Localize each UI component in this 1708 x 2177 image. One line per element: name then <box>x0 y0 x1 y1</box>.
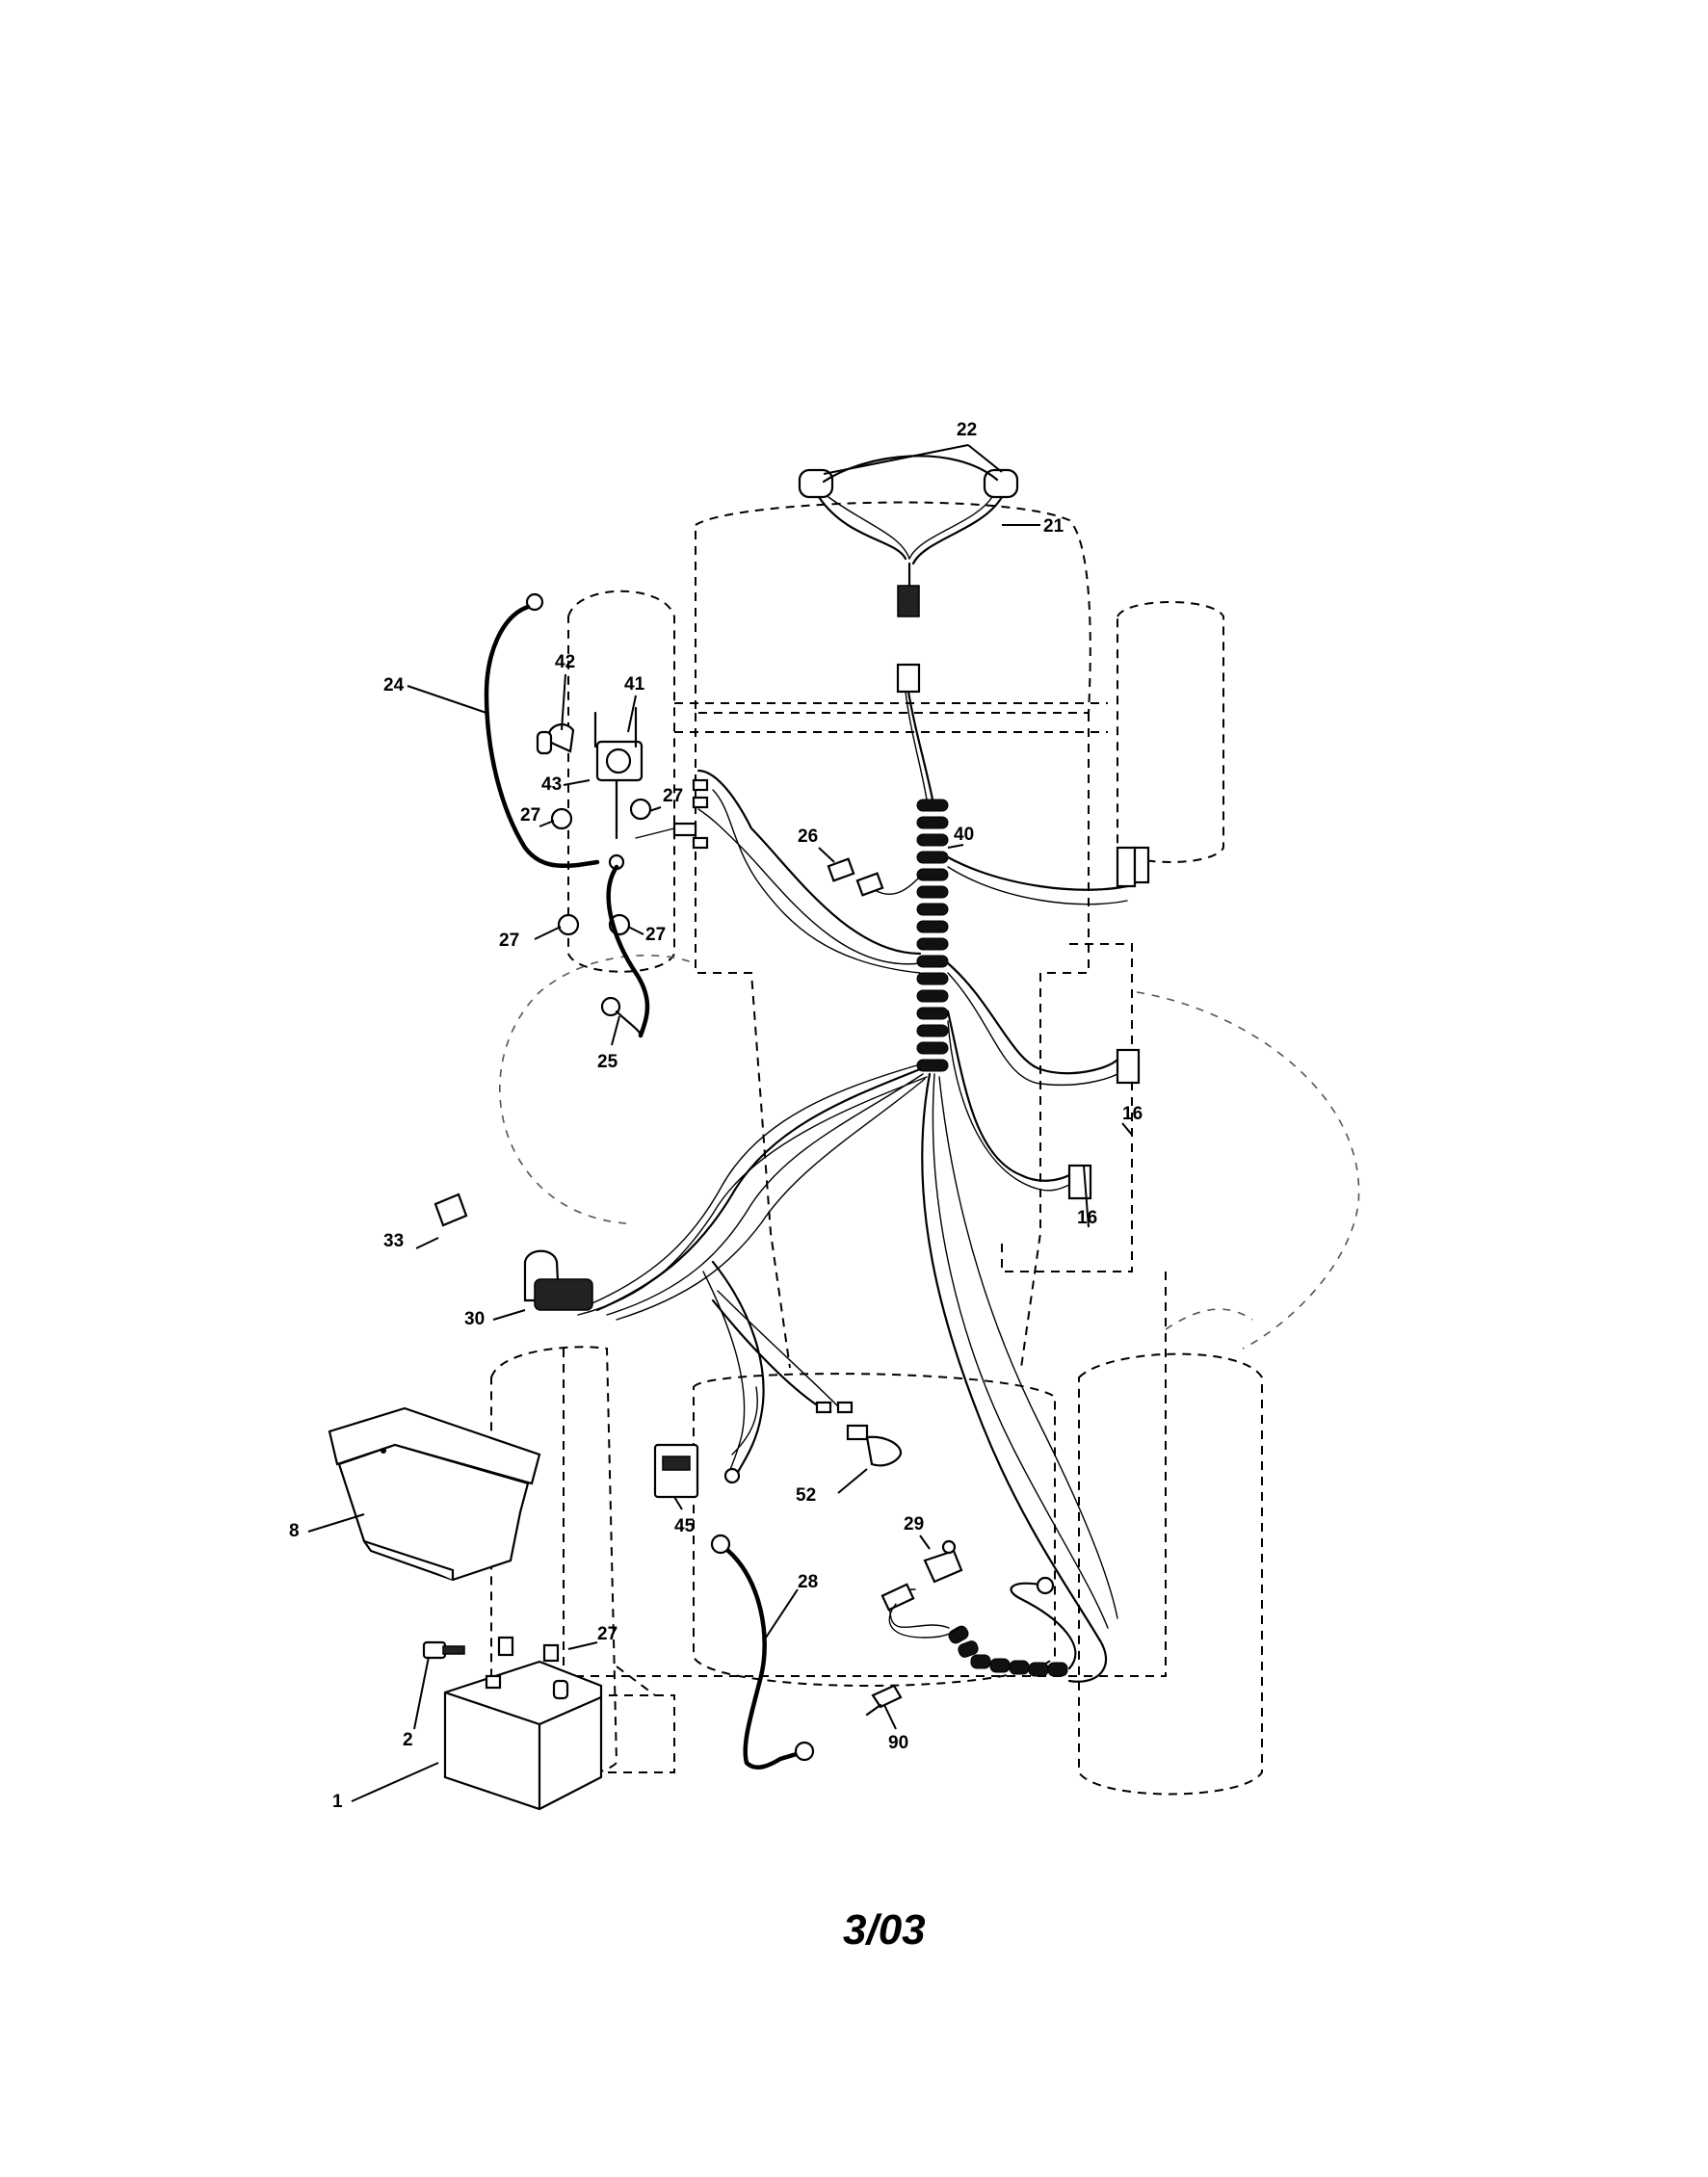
callout-27-lower-left: 27 <box>499 931 519 951</box>
callout-21: 21 <box>1043 516 1064 537</box>
callout-labels: 22 21 24 42 41 43 27 27 27 27 26 40 25 1… <box>289 420 1143 1812</box>
callout-33: 33 <box>383 1231 404 1251</box>
callout-29: 29 <box>904 1514 924 1534</box>
headlights <box>798 455 1019 617</box>
callout-30: 30 <box>464 1309 485 1329</box>
switch-29 <box>880 1539 963 1639</box>
main-harness <box>577 663 1150 1683</box>
engine-outline <box>499 955 1360 1350</box>
callout-27-solenoid-right: 27 <box>663 786 683 806</box>
callout-27-battery: 27 <box>597 1624 618 1644</box>
battery-cable-24 <box>484 592 600 869</box>
callout-22: 22 <box>957 420 977 440</box>
callout-28: 28 <box>798 1572 818 1592</box>
ground-cable-25 <box>600 853 650 1038</box>
ignition-parts <box>434 1193 593 1311</box>
callout-40: 40 <box>954 825 974 845</box>
lower-coil <box>948 1625 1068 1677</box>
leader-lines <box>307 444 1133 1802</box>
callout-42: 42 <box>555 652 575 672</box>
rear-plugs <box>702 1260 903 1484</box>
callout-2: 2 <box>403 1730 413 1750</box>
fuse-90 <box>865 1684 903 1717</box>
callout-8: 8 <box>289 1521 300 1541</box>
hour-meter <box>653 1386 758 1499</box>
harness-coil <box>916 799 949 1072</box>
callout-27-solenoid-left: 27 <box>520 805 540 826</box>
chassis-outline <box>490 501 1263 1796</box>
callout-25: 25 <box>597 1052 618 1072</box>
callout-43: 43 <box>541 774 562 795</box>
callout-24: 24 <box>383 675 405 695</box>
callout-1: 1 <box>332 1792 343 1812</box>
callout-45: 45 <box>674 1516 696 1536</box>
callout-26: 26 <box>798 826 818 847</box>
solenoid-assembly <box>536 706 709 936</box>
battery <box>422 1636 603 1811</box>
ground-cable-28 <box>710 1534 815 1770</box>
battery-box <box>328 1406 541 1582</box>
callout-41: 41 <box>624 674 645 695</box>
callout-27-lower-right: 27 <box>645 925 666 945</box>
callout-16-upper: 16 <box>1122 1104 1143 1124</box>
callout-90: 90 <box>888 1733 908 1753</box>
date-code: 3/03 <box>843 1906 926 1954</box>
callout-52: 52 <box>796 1485 816 1506</box>
callout-16-lower: 16 <box>1077 1208 1097 1228</box>
